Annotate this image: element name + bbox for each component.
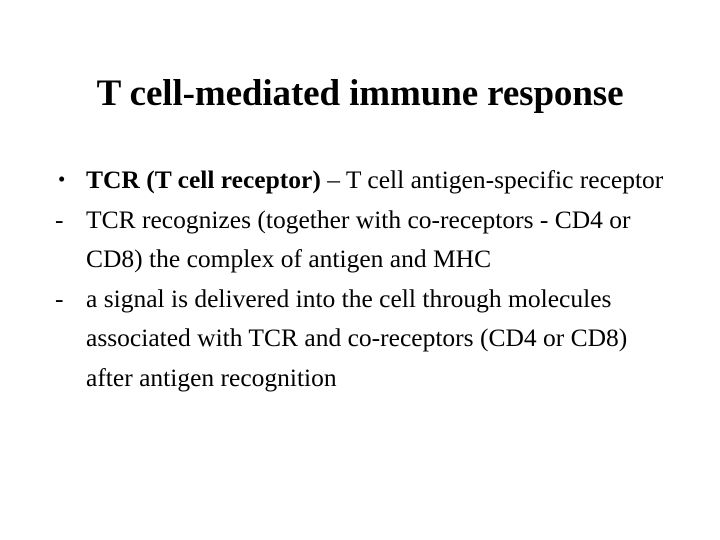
dash-bullet-icon: - <box>55 204 64 234</box>
round-bullet-icon: • <box>58 167 66 191</box>
list-item-rest: TCR recognizes (together with co-recepto… <box>86 204 631 274</box>
list-item: - a signal is delivered into the cell th… <box>50 279 674 398</box>
list-item-text: TCR recognizes (together with co-recepto… <box>86 205 631 274</box>
list-item-text: a signal is delivered into the cell thro… <box>86 284 627 392</box>
list-item: - TCR recognizes (together with co-recep… <box>50 200 674 279</box>
list-item: • TCR (T cell receptor) – T cell antigen… <box>50 160 674 200</box>
list-item-rest: a signal is delivered into the cell thro… <box>86 283 628 392</box>
bullet-list: • TCR (T cell receptor) – T cell antigen… <box>50 160 674 397</box>
list-item-text: TCR (T cell receptor) – T cell antigen-s… <box>86 165 663 194</box>
list-item-lead: TCR (T cell receptor) <box>86 165 321 194</box>
list-item-rest: – T cell antigen-specific receptor <box>320 165 664 194</box>
page-title: T cell-mediated immune response <box>96 73 624 114</box>
dash-bullet-icon: - <box>55 283 64 313</box>
